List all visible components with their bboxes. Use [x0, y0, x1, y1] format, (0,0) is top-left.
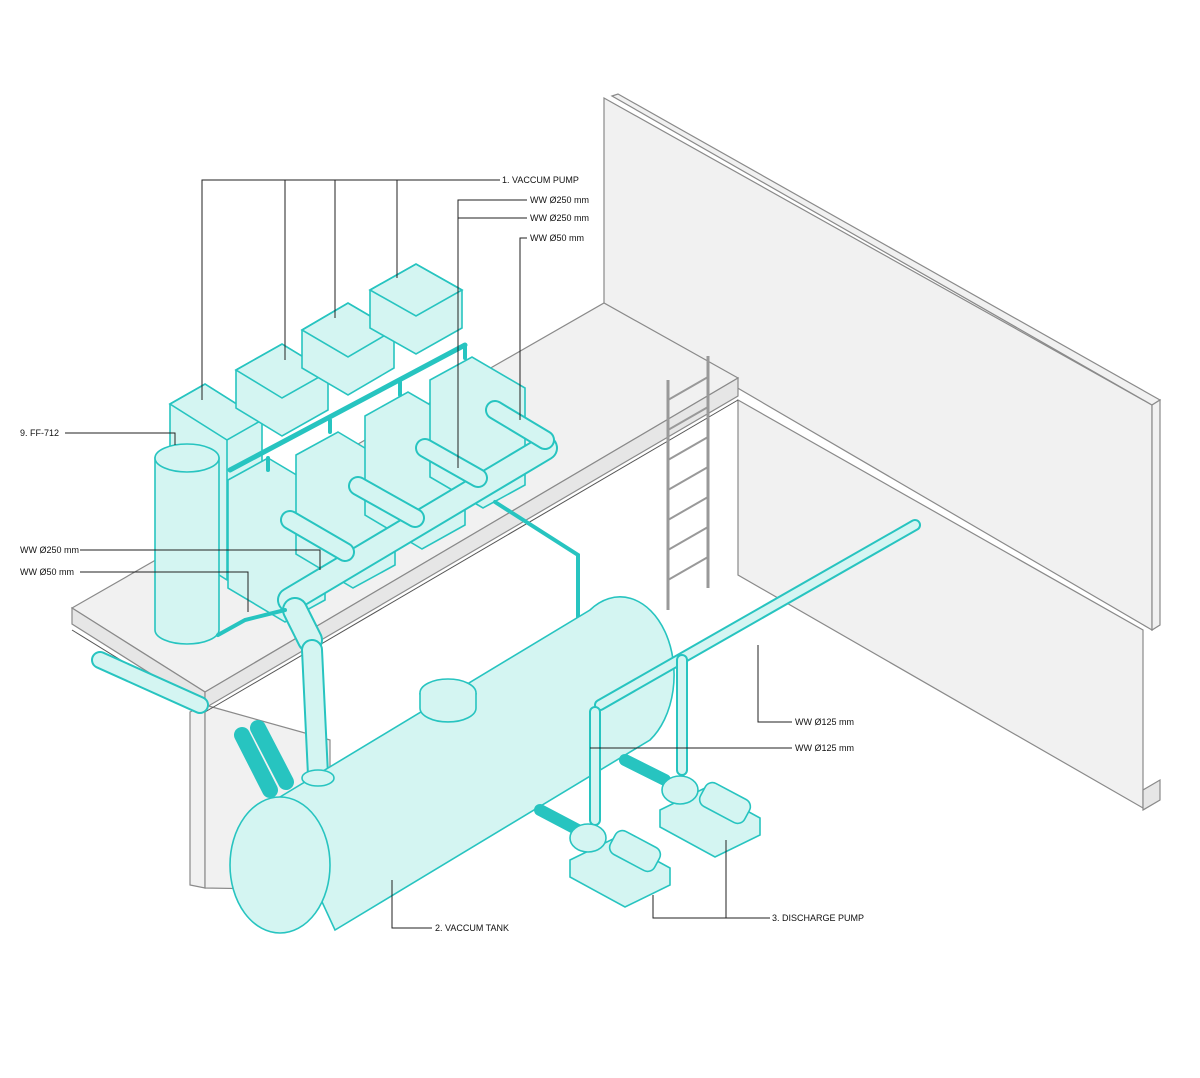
- discharge-pipe-125: [534, 519, 921, 836]
- diagram-labels: 1. VACCUM PUMP WW Ø250 mm WW Ø250 mm WW …: [20, 175, 864, 933]
- label-discharge-pump: 3. DISCHARGE PUMP: [772, 913, 864, 923]
- suction-pipe: [91, 651, 209, 714]
- ff-712-vessel: [154, 443, 220, 645]
- label-vacuum-tank: 2. VACCUM TANK: [435, 923, 509, 933]
- leader-lines: [65, 179, 792, 929]
- label-ff-712: 9. FF-712: [20, 428, 59, 438]
- ladder: [666, 356, 710, 610]
- discharge-pump-2: [659, 775, 761, 858]
- back-wall: [603, 93, 1162, 812]
- vacuum-tank: [229, 596, 675, 934]
- top-header-pipe: [227, 342, 468, 473]
- label-ww-250-left: WW Ø250 mm: [20, 545, 79, 555]
- label-ww-50-top: WW Ø50 mm: [530, 233, 584, 243]
- label-ww-125-a: WW Ø125 mm: [795, 717, 854, 727]
- discharge-pump-1: [569, 823, 671, 908]
- label-ww-250-a: WW Ø250 mm: [530, 195, 589, 205]
- main-header-pipe: [277, 400, 558, 786]
- small-pipe-50: [216, 500, 580, 637]
- label-ww-50-left: WW Ø50 mm: [20, 567, 74, 577]
- label-vacuum-pump: 1. VACCUM PUMP: [502, 175, 579, 185]
- label-ww-125-b: WW Ø125 mm: [795, 743, 854, 753]
- label-ww-250-b: WW Ø250 mm: [530, 213, 589, 223]
